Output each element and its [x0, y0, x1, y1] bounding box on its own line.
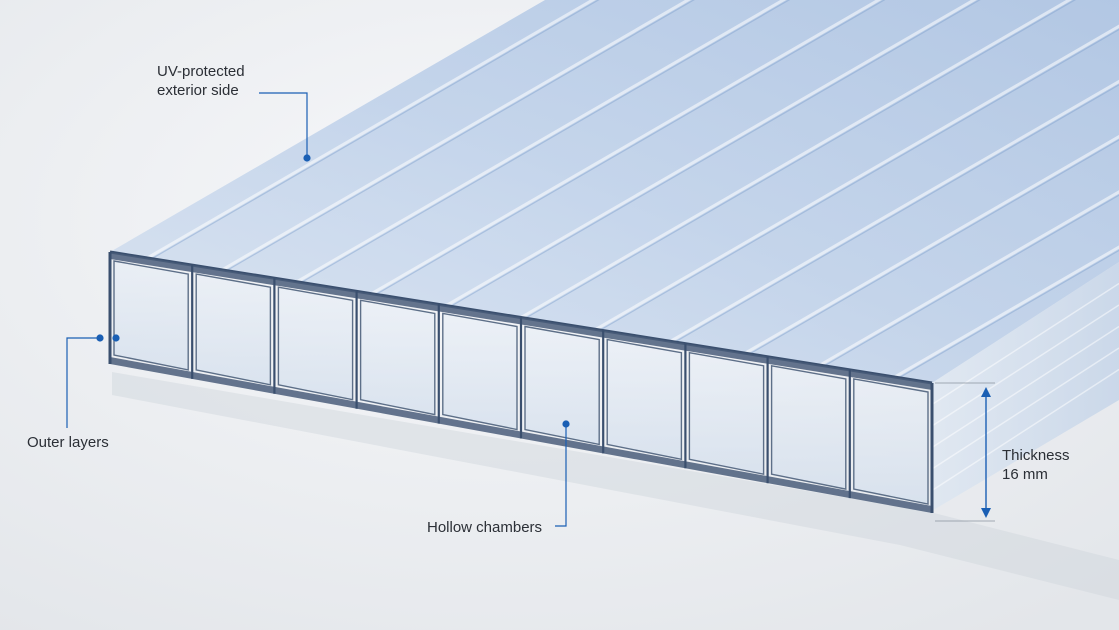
hollow-chamber-cell	[195, 273, 272, 386]
top-rib-highlight	[669, 79, 1119, 343]
top-rib-highlight	[146, 0, 596, 260]
sheet-side-ribs	[931, 282, 1119, 492]
top-rib-line	[151, 0, 600, 260]
side-rib-line	[931, 368, 1119, 492]
hollow-chamber-cell	[277, 286, 354, 401]
top-rib-line	[674, 84, 1119, 343]
sheet-top-ribs	[109, 0, 1119, 385]
label-uv-line1: UV-protected	[157, 63, 245, 80]
top-rib-highlight	[221, 0, 691, 272]
hollow-chamber-cell	[606, 338, 683, 461]
top-rib-line	[225, 0, 695, 272]
side-rib-line	[931, 304, 1119, 427]
hollow-chamber-cell	[688, 351, 765, 476]
top-rib-highlight	[893, 245, 1119, 379]
label-uv-protected-exterior-side: UV-protected exterior side	[157, 62, 245, 100]
top-rib-highlight	[296, 0, 787, 284]
hollow-chamber-cell	[359, 299, 436, 416]
hollow-chamber-cell	[113, 260, 189, 371]
top-rib-line	[823, 194, 1119, 367]
top-rib-highlight	[819, 190, 1119, 367]
callout-outer-layers	[66, 334, 120, 428]
top-rib-line	[748, 139, 1119, 355]
top-rib-highlight	[370, 0, 882, 295]
side-rib-line	[931, 325, 1119, 449]
top-rib-line	[524, 0, 1076, 320]
side-rib-line	[931, 282, 1119, 406]
callout-uv-protected	[259, 92, 311, 162]
label-outer-layers: Outer layers	[27, 434, 109, 451]
sheet-cross-section	[108, 252, 934, 513]
top-rib-line	[300, 0, 791, 284]
sheet-top-surface	[110, 0, 1119, 383]
label-thickness-line1: Thickness	[1002, 447, 1070, 464]
label-hollow-chambers: Hollow chambers	[427, 519, 543, 536]
label-uv-line2: exterior side	[157, 82, 239, 99]
hollow-chamber-cell	[770, 364, 847, 490]
top-rib-highlight	[594, 24, 1119, 331]
hollow-chamber-cell	[524, 325, 600, 446]
top-rib-highlight	[445, 0, 977, 307]
top-rib-highlight	[520, 0, 1073, 319]
top-rib-highlight	[744, 134, 1119, 355]
hollow-chamber-cell	[442, 312, 518, 431]
hollow-chamber-cell	[853, 378, 929, 505]
sheet-shadow	[112, 372, 1119, 600]
side-rib-line	[931, 347, 1119, 470]
top-rib-line	[375, 0, 886, 296]
label-thickness-value: 16 mm	[1002, 466, 1048, 483]
top-rib-line	[599, 28, 1119, 331]
thickness-dimension	[935, 382, 995, 522]
top-rib-line	[449, 0, 981, 308]
top-rib-line	[898, 249, 1119, 379]
callout-hollow-chambers	[555, 420, 570, 527]
label-thickness: Thickness 16 mm	[1002, 446, 1070, 484]
